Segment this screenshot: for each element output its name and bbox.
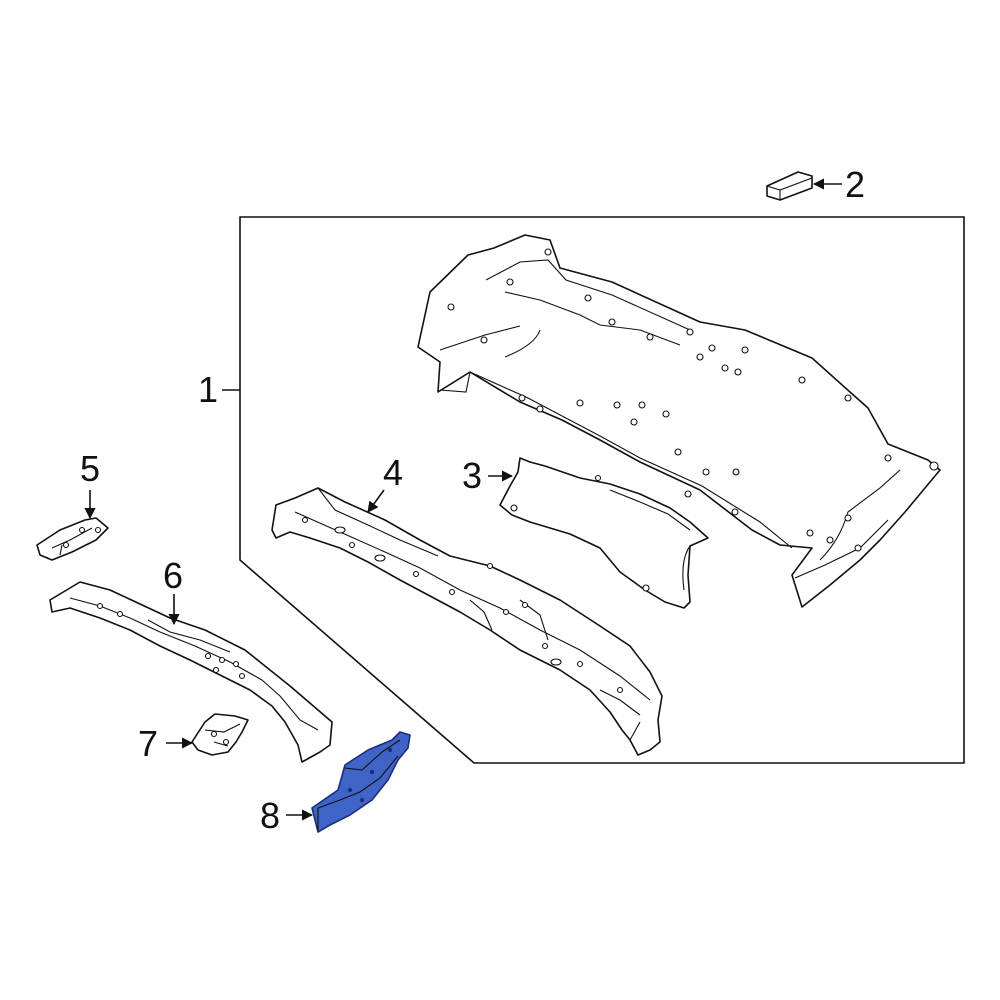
callout-2: 2 [845,164,865,205]
part-7-gusset[interactable] [191,713,249,756]
callout-3: 3 [462,455,482,496]
part-5-bracket[interactable] [36,517,109,561]
part-8-body[interactable] [311,731,411,833]
callout-4: 4 [383,452,403,493]
callout-8: 8 [260,795,280,836]
part-2-pad[interactable] [766,171,813,201]
leader-4 [367,489,385,513]
assembly-boundary [239,216,965,764]
callout-5: 5 [80,448,100,489]
part-8-highlighted-bracket[interactable] [311,731,411,833]
callout-1: 1 [198,369,218,410]
callout-7: 7 [138,723,158,764]
part-1-floor-panel[interactable] [417,234,941,608]
part-4-crossmember[interactable] [271,487,663,756]
part-6-side-rail[interactable] [49,581,333,763]
callout-6: 6 [163,555,183,596]
part-3-shield[interactable] [499,457,709,609]
